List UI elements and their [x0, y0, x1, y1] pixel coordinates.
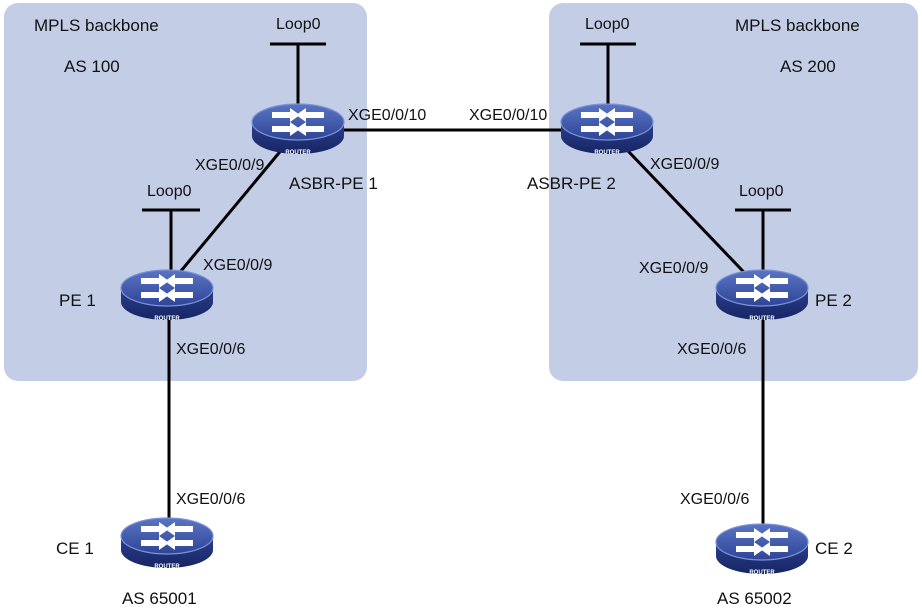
router-badge: ROUTER	[594, 150, 620, 156]
interface-label: XGE0/0/9	[195, 157, 265, 174]
pe1-name: PE 1	[59, 291, 96, 310]
router-ce2: ROUTER	[715, 523, 809, 576]
as100-region	[4, 3, 367, 381]
router-badge: ROUTER	[749, 570, 775, 576]
interface-label: XGE0/0/9	[650, 156, 720, 173]
interface-label: XGE0/0/6	[176, 491, 246, 508]
asbr-pe1-name: ASBR-PE 1	[289, 174, 378, 193]
asbr-pe2-loopback-label: Loop0	[585, 16, 630, 33]
router-icon	[251, 103, 345, 155]
link-asbr2-pe2	[606, 128, 762, 291]
router-icon	[715, 523, 809, 575]
ce1-name: CE 1	[56, 539, 94, 558]
router-icon	[715, 269, 809, 321]
ce1-as-label: AS 65001	[122, 589, 197, 608]
interface-label: XGE0/0/10	[348, 107, 427, 124]
router-badge: ROUTER	[154, 564, 180, 570]
router-icon	[120, 269, 214, 321]
as200-region-title: MPLS backbone	[735, 16, 860, 35]
as200-region	[549, 3, 918, 381]
interface-label: XGE0/0/6	[680, 491, 750, 508]
router-asbr-pe2: ROUTER	[560, 103, 654, 156]
link-asbr1-pe1	[164, 129, 300, 290]
router-badge: ROUTER	[285, 150, 311, 156]
interface-label: XGE0/0/6	[677, 341, 747, 358]
as200-label: AS 200	[780, 57, 836, 76]
router-pe2: ROUTER	[715, 269, 809, 322]
router-badge: ROUTER	[749, 316, 775, 322]
router-icon	[560, 103, 654, 155]
pe2-name: PE 2	[815, 291, 852, 310]
interface-label: XGE0/0/10	[469, 107, 548, 124]
router-pe1: ROUTER	[120, 269, 214, 322]
asbr-pe2-name: ASBR-PE 2	[527, 174, 616, 193]
ce2-name: CE 2	[815, 539, 853, 558]
as100-label: AS 100	[64, 57, 120, 76]
router-ce1: ROUTER	[120, 517, 214, 570]
interface-label: XGE0/0/6	[176, 341, 246, 358]
router-asbr-pe1: ROUTER	[251, 103, 345, 156]
router-badge: ROUTER	[154, 316, 180, 322]
pe1-loopback-label: Loop0	[147, 183, 192, 200]
ce2-as-label: AS 65002	[717, 589, 792, 608]
asbr-pe1-loopback-label: Loop0	[276, 16, 321, 33]
interface-label: XGE0/0/9	[203, 257, 273, 274]
router-icon	[120, 517, 214, 569]
pe2-loopback-label: Loop0	[739, 183, 784, 200]
interface-label: XGE0/0/9	[639, 260, 709, 277]
as100-region-title: MPLS backbone	[34, 16, 159, 35]
